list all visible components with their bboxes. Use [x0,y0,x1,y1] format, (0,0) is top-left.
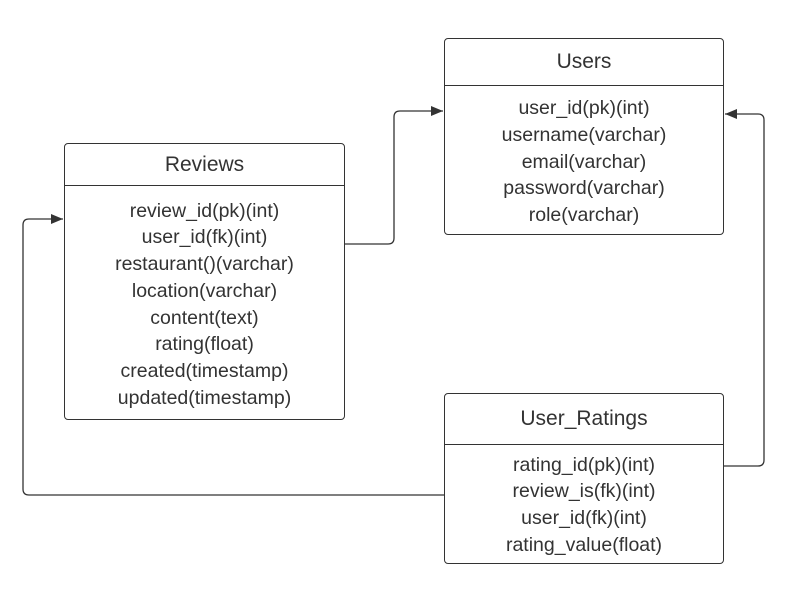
field-restaurant: restaurant()(varchar) [115,253,294,276]
field-password: password(varchar) [503,177,665,200]
field-role: role(varchar) [528,204,640,227]
entity-fields-reviews: review_id(pk)(int) user_id(fk)(int) rest… [65,186,344,419]
field-user-id: user_id(pk)(int) [518,97,650,120]
field-user-id: user_id(fk)(int) [521,507,647,529]
entity-fields-user-ratings: rating_id(pk)(int) review_is(fk)(int) us… [445,445,723,563]
entity-users[interactable]: Users user_id(pk)(int) username(varchar)… [444,38,724,235]
entity-user-ratings[interactable]: User_Ratings rating_id(pk)(int) review_i… [444,393,724,564]
field-rating-value: rating_value(float) [505,533,663,556]
field-rating-id: rating_id(pk)(int) [513,453,655,476]
connector-user-ratings-to-reviews [22,214,444,496]
entity-title-reviews: Reviews [65,144,344,186]
field-updated: updated(timestamp) [117,386,292,409]
entity-reviews[interactable]: Reviews review_id(pk)(int) user_id(fk)(i… [64,143,345,420]
connector-user-ratings-to-users [724,109,765,467]
field-review-is: review_is(fk)(int) [512,480,656,503]
field-email: email(varchar) [521,150,647,173]
field-username: username(varchar) [501,123,667,146]
connector-reviews-to-users [345,106,443,245]
field-user-id: user_id(fk)(int) [141,226,268,249]
field-location: location(varchar) [131,279,278,302]
field-rating: rating(float) [155,333,254,356]
entity-title-users: Users [445,39,723,86]
field-review-id: review_id(pk)(int) [129,199,280,222]
entity-fields-users: user_id(pk)(int) username(varchar) email… [445,86,723,234]
field-created: created(timestamp) [120,359,289,382]
field-content: content(text) [150,306,259,329]
entity-title-user-ratings: User_Ratings [445,394,723,445]
